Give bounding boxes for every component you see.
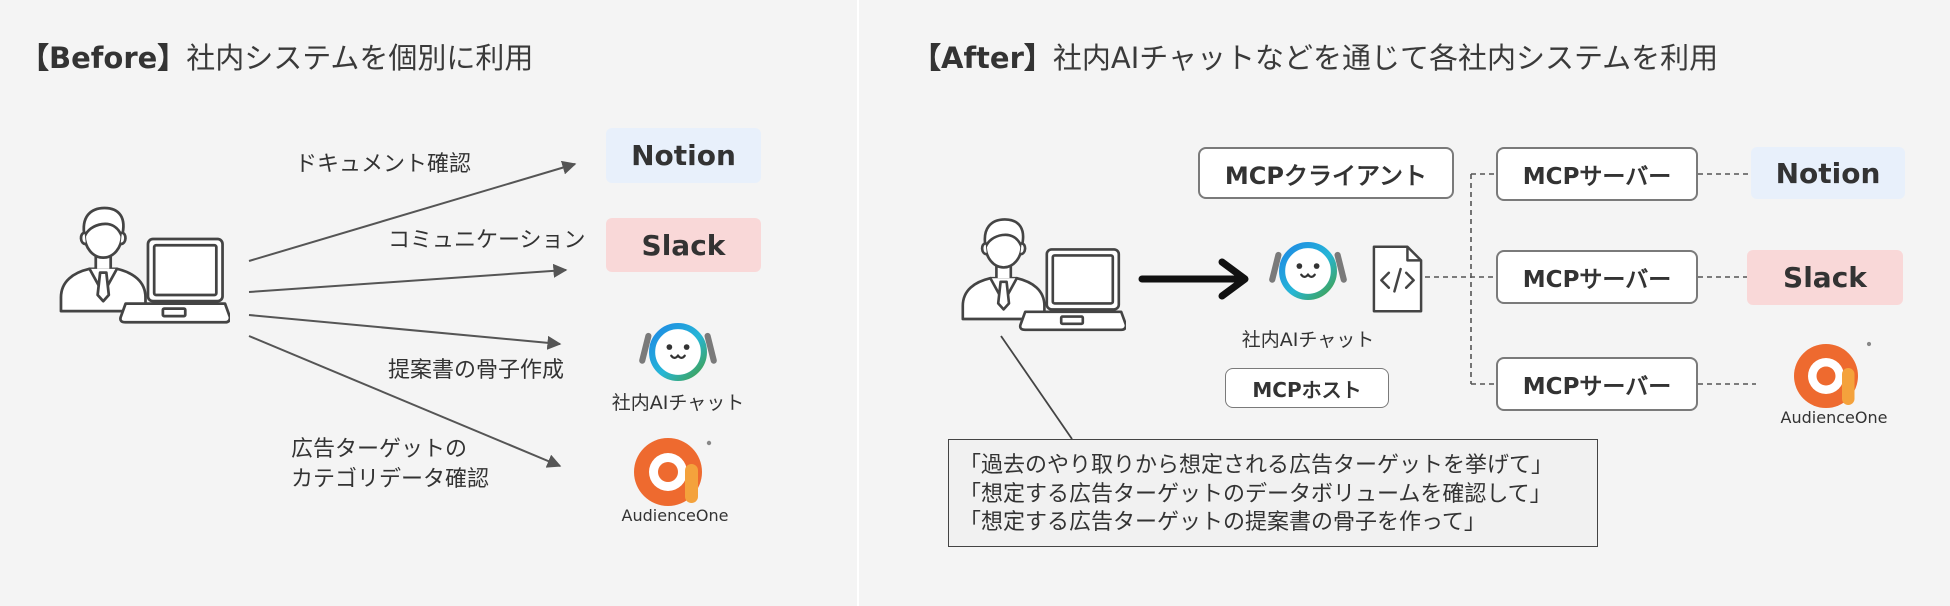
audienceone-caption: AudienceOne xyxy=(1780,408,1888,427)
code-file-icon xyxy=(1370,243,1425,315)
slack-badge: Slack xyxy=(606,218,761,272)
mcp-server-box-notion: MCPサーバー xyxy=(1496,147,1698,201)
before-title: 【Before】社内システムを個別に利用 xyxy=(20,40,533,76)
task-label-communication: コミュニケーション xyxy=(388,228,586,253)
task-label-ad-target-line2: カテゴリデータ確認 xyxy=(291,467,490,492)
prompt-example-line: 「想定する広告ターゲットの提案書の骨子を作って」 xyxy=(959,510,1486,535)
arrow-right-icon xyxy=(1138,258,1249,300)
after-title: 【After】社内AIチャットなどを通じて各社内システムを利用 xyxy=(912,40,1718,76)
user-to-prompts-line xyxy=(1000,335,1073,440)
notion-badge: Notion xyxy=(606,128,761,183)
mcp-server-box-audienceone: MCPサーバー xyxy=(1496,357,1698,411)
task-label-ad-target-line1: 広告ターゲットの xyxy=(291,437,468,462)
audienceone-logo xyxy=(1786,337,1874,413)
task-label-document-check: ドキュメント確認 xyxy=(295,152,472,177)
arrow-to-ai-chat xyxy=(248,314,562,350)
ai-chat-bot-icon xyxy=(628,315,728,389)
prompt-example-line: 「想定する広告ターゲットのデータボリュームを確認して」 xyxy=(959,481,1552,507)
mcp-host-box: MCPホスト xyxy=(1225,368,1389,408)
user-with-laptop-icon xyxy=(958,211,1126,337)
audienceone-caption: AudienceOne xyxy=(621,506,729,525)
before-title-text: 社内システムを個別に利用 xyxy=(186,41,534,75)
mcp-client-box: MCPクライアント xyxy=(1198,147,1454,199)
prompt-example-line: 「過去のやり取りから想定される広告ターゲットを挙げて」 xyxy=(959,453,1554,478)
audienceone-logo xyxy=(626,432,716,512)
ai-chat-caption: 社内AIチャット xyxy=(611,392,745,414)
prompt-examples-box: 「過去のやり取りから想定される広告ターゲットを挙げて」 「想定する広告ターゲット… xyxy=(948,439,1598,547)
after-title-tag: 【After】 xyxy=(912,41,1053,75)
task-label-proposal-outline: 提案書の骨子作成 xyxy=(388,358,565,383)
ai-chat-caption: 社内AIチャット xyxy=(1241,329,1375,351)
arrow-to-slack xyxy=(248,263,568,293)
mcp-server-box-slack: MCPサーバー xyxy=(1496,250,1698,304)
ai-chat-bot-icon xyxy=(1258,234,1358,308)
user-with-laptop-icon xyxy=(56,199,230,330)
panel-divider xyxy=(857,0,859,606)
after-title-text: 社内AIチャットなどを通じて各社内システムを利用 xyxy=(1052,41,1719,75)
before-title-tag: 【Before】 xyxy=(20,41,187,75)
slack-badge: Slack xyxy=(1747,250,1903,305)
notion-badge: Notion xyxy=(1751,147,1905,199)
